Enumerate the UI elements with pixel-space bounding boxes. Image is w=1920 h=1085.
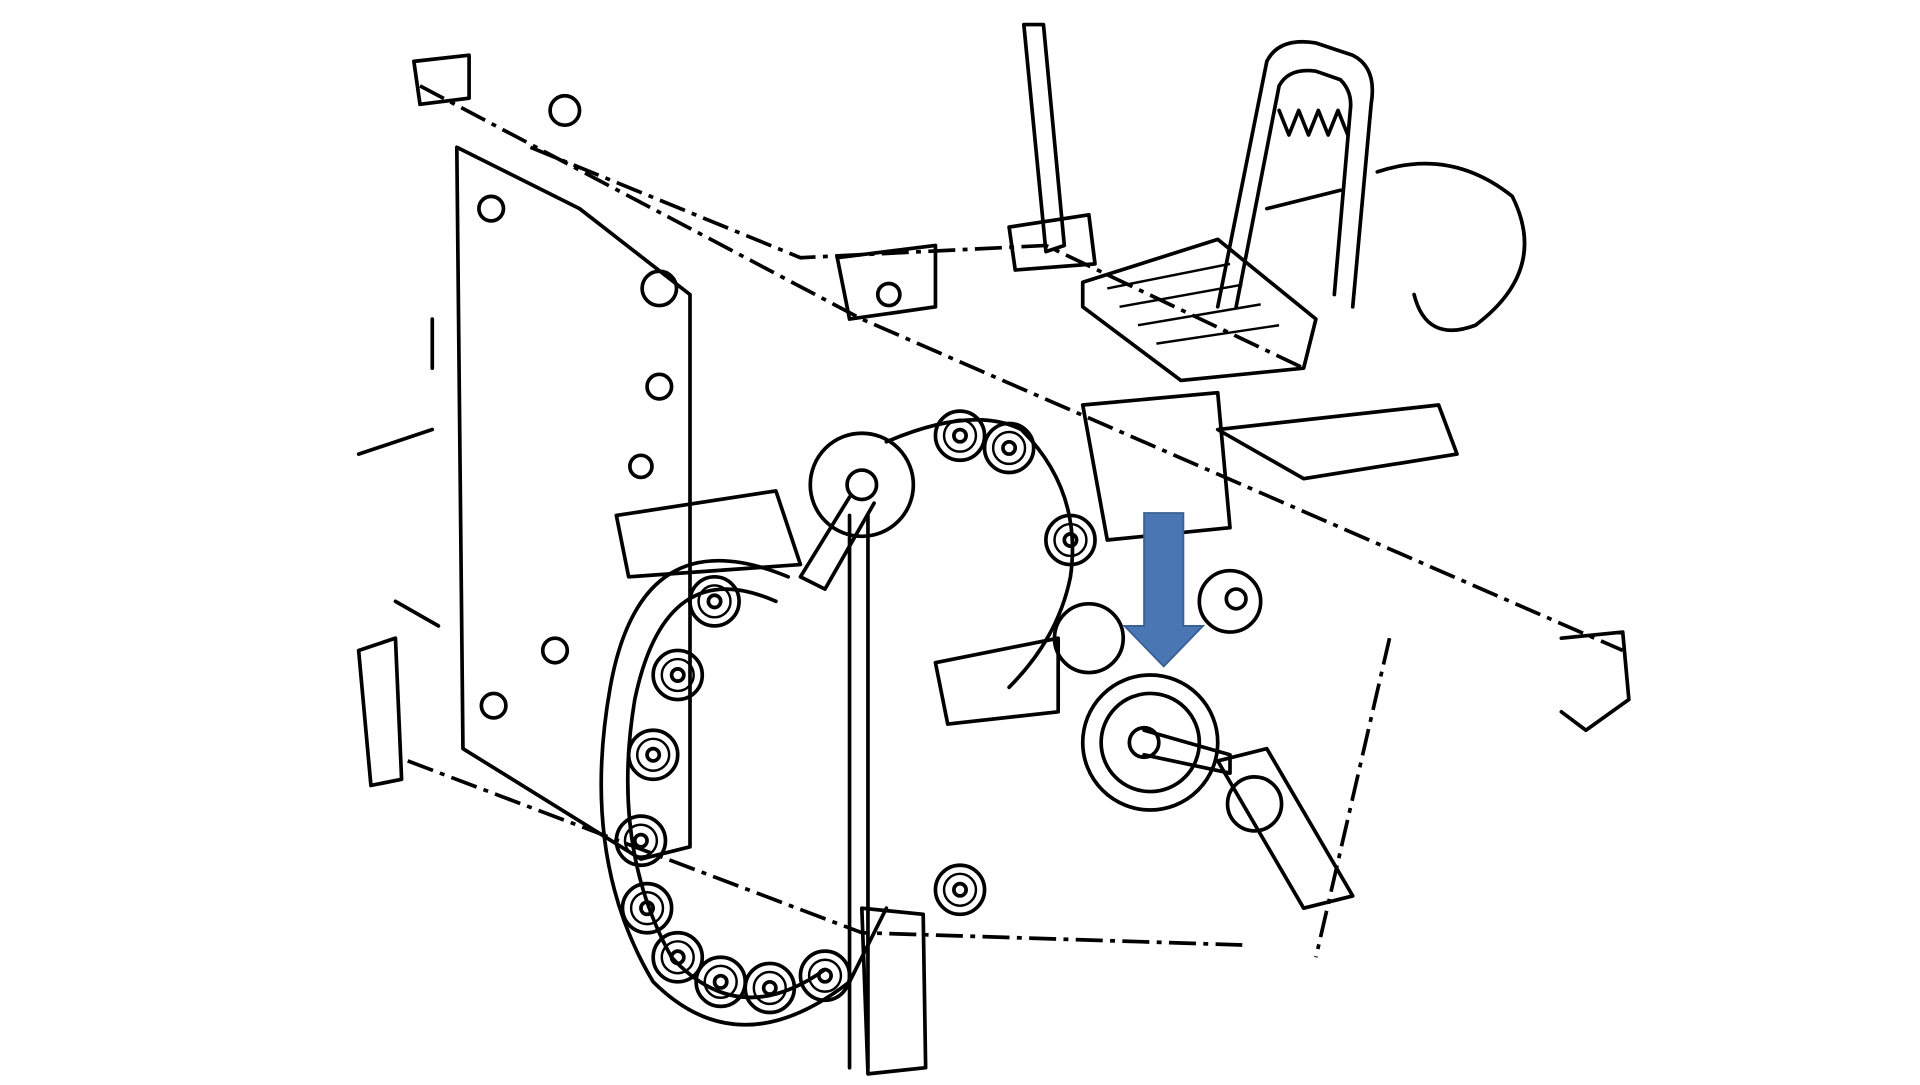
right-arm (1215, 403, 1459, 481)
sprocket (651, 648, 705, 702)
sprocket (798, 949, 852, 1003)
sprocket (688, 574, 741, 628)
sprocket (933, 409, 987, 463)
operator-seat (1080, 39, 1527, 383)
chain-drive (599, 409, 1097, 1027)
control-lever (1021, 22, 1067, 254)
sprocket (626, 728, 680, 782)
frame-beams (356, 53, 1631, 958)
down-arrow-icon (1122, 512, 1206, 668)
central-frame (614, 243, 1232, 1076)
upper-pulley (798, 431, 916, 591)
left-frame-plate (356, 145, 692, 861)
sprocket (743, 961, 797, 1015)
sprocket (694, 955, 748, 1009)
sprocket (614, 814, 668, 868)
sprocket (651, 930, 705, 984)
sprocket (982, 421, 1036, 475)
sprocket (620, 881, 674, 935)
sprocket (933, 863, 987, 917)
main-gear-shaft (1052, 568, 1355, 911)
